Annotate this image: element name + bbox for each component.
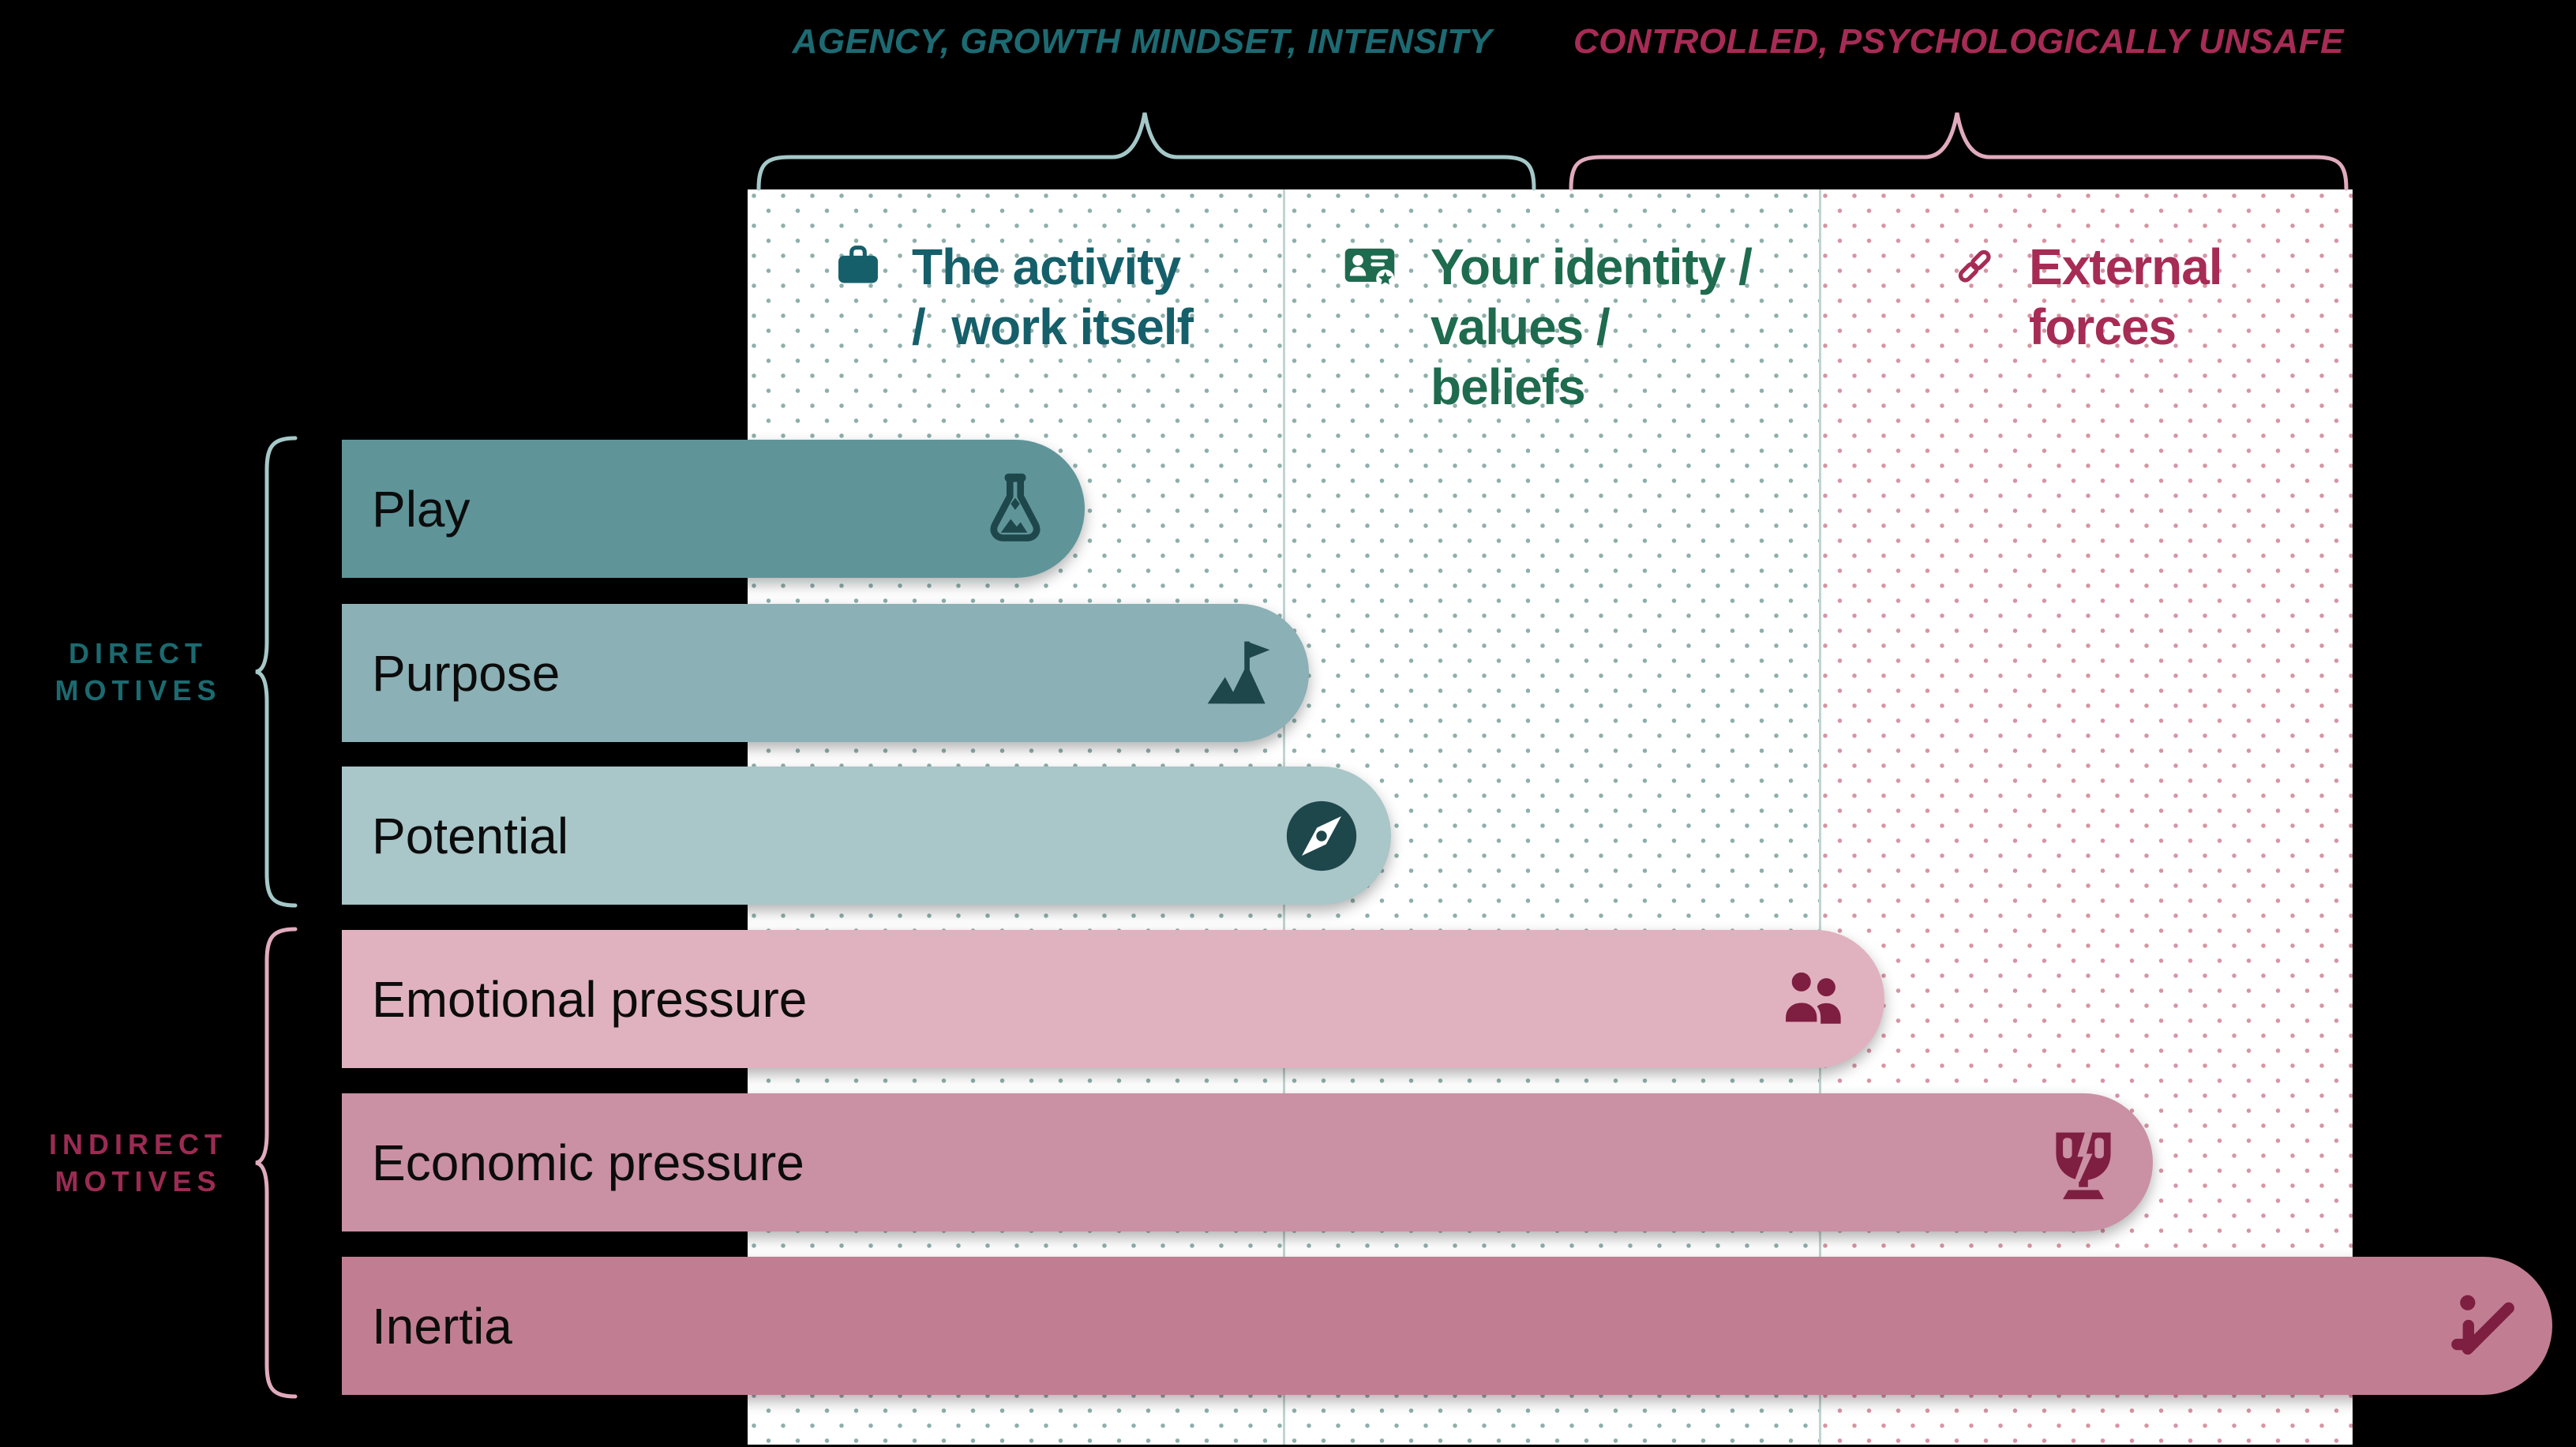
- brace-indirect-motives: [253, 926, 298, 1400]
- column-line: Your identity /: [1430, 238, 1753, 295]
- people-icon: [1777, 962, 1853, 1037]
- compass-icon: [1284, 798, 1359, 874]
- briefcase-icon: [833, 242, 883, 292]
- column-line: beliefs: [1430, 358, 1586, 415]
- column-line: The activity: [912, 238, 1181, 295]
- column-line: External: [2029, 238, 2223, 295]
- bar-label: Purpose: [372, 644, 561, 702]
- group-label-indirect-motives: INDIRECT MOTIVES: [0, 1126, 276, 1200]
- brace-indirect-shape: [255, 927, 298, 1399]
- dot-pattern-pink: [1819, 189, 2353, 1445]
- bar-play: Play: [342, 440, 1085, 578]
- bar-inertia: Inertia: [342, 1257, 2552, 1395]
- group-label-direct-motives: DIRECT MOTIVES: [0, 635, 276, 709]
- column-header-identity-text: Your identity / values / beliefs: [1430, 237, 1753, 417]
- mountain-flag-icon: [1202, 635, 1277, 711]
- bar-economic-pressure: Economic pressure: [342, 1093, 2153, 1231]
- group-line: MOTIVES: [54, 1165, 222, 1198]
- group-line: INDIRECT: [49, 1128, 227, 1160]
- flask-icon: [977, 471, 1053, 547]
- brace-direct-shape: [255, 436, 298, 908]
- group-line: DIRECT: [69, 637, 208, 669]
- brace-agency: [756, 105, 1537, 192]
- spectrum-label-agency: AGENCY, GROWTH MINDSET, INTENSITY: [792, 22, 1493, 61]
- escalator-icon: [2445, 1288, 2521, 1364]
- column-line: forces: [2029, 298, 2177, 355]
- column-separator-2: [1819, 189, 1821, 1445]
- spectrum-label-controlled: CONTROLLED, PSYCHOLOGICALLY UNSAFE: [1573, 22, 2345, 61]
- bar-label: Inertia: [372, 1297, 512, 1355]
- bar-label: Economic pressure: [372, 1134, 804, 1191]
- column-header-external-text: External forces: [2029, 237, 2223, 357]
- bar-label: Potential: [372, 807, 569, 864]
- brace-teal-shape: [756, 112, 1536, 191]
- bar-purpose: Purpose: [342, 604, 1309, 742]
- broken-trophy-icon: [2045, 1125, 2121, 1201]
- bar-emotional-pressure: Emotional pressure: [342, 930, 1884, 1068]
- column-line: / work itself: [912, 298, 1194, 355]
- brace-direct-motives: [253, 435, 298, 909]
- brace-controlled: [1568, 105, 2349, 192]
- group-line: MOTIVES: [54, 674, 222, 707]
- bar-potential: Potential: [342, 767, 1391, 905]
- bar-label: Play: [372, 480, 471, 538]
- link-icon: [1952, 243, 1997, 289]
- column-header-activity-text: The activity / work itself: [912, 237, 1194, 357]
- brace-pink-shape: [1569, 112, 2349, 191]
- column-line: values /: [1430, 298, 1610, 355]
- id-card-star-icon: [1339, 240, 1400, 294]
- bar-label: Emotional pressure: [372, 970, 808, 1028]
